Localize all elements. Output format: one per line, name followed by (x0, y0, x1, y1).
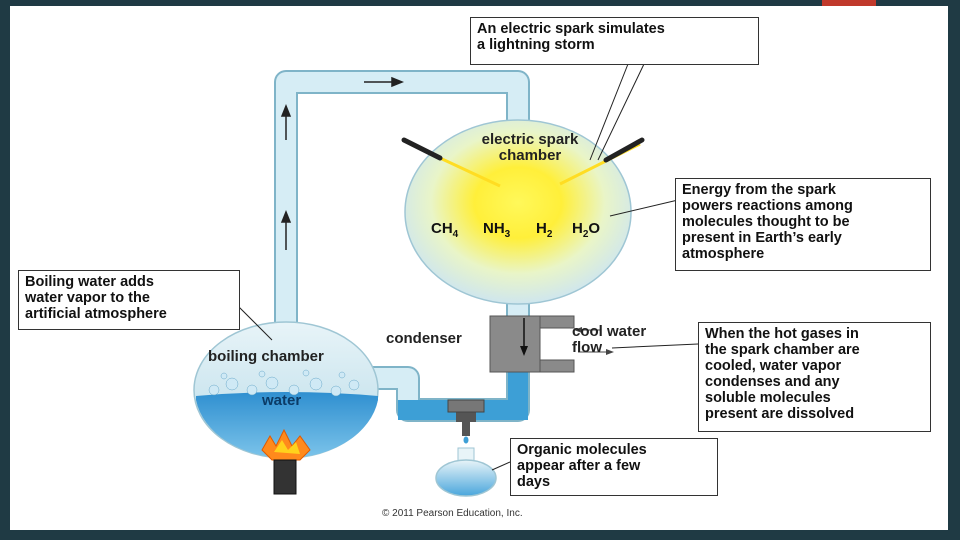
condenser-label: condenser (386, 330, 462, 347)
molecule-h2: H2 (536, 220, 553, 240)
cool-water-flow-label: cool water flow (572, 323, 647, 356)
accent-tab (822, 0, 876, 6)
collection-flask (435, 447, 497, 497)
callout-leaders (235, 63, 699, 471)
molecule-ch4: CH4 (431, 220, 459, 240)
stopcock (447, 399, 485, 444)
hot-gases-callout: When the hot gases in the spark chamber … (698, 322, 931, 432)
energy-callout: Energy from the spark powers reactions a… (675, 178, 931, 271)
condenser (489, 315, 614, 373)
molecule-nh3: NH3 (483, 220, 511, 240)
copyright-text: © 2011 Pearson Education, Inc. (382, 508, 523, 519)
miller-urey-diagram (193, 63, 699, 497)
molecule-h2o: H2O (572, 220, 601, 240)
bottom-frame-bar (0, 530, 960, 540)
spark-chamber-label: electric spark chamber (481, 131, 579, 164)
boiling-callout: Boiling water adds water vapor to the ar… (18, 270, 240, 330)
slide-canvas: An electric spark simulates a lightning … (10, 6, 948, 530)
spark-chamber (401, 119, 645, 305)
top-frame-bar (0, 0, 960, 6)
left-electrode (401, 137, 443, 161)
water-label: water (262, 392, 302, 409)
bunsen-burner (261, 428, 311, 495)
boiling-chamber-label: boiling chamber (208, 348, 324, 365)
organic-callout: Organic molecules appear after a few day… (510, 438, 718, 496)
flow-arrows (280, 76, 405, 250)
right-electrode (603, 137, 645, 163)
boiling-chamber (193, 321, 379, 459)
spark-callout: An electric spark simulates a lightning … (470, 17, 759, 65)
right-frame-bar (948, 0, 960, 540)
